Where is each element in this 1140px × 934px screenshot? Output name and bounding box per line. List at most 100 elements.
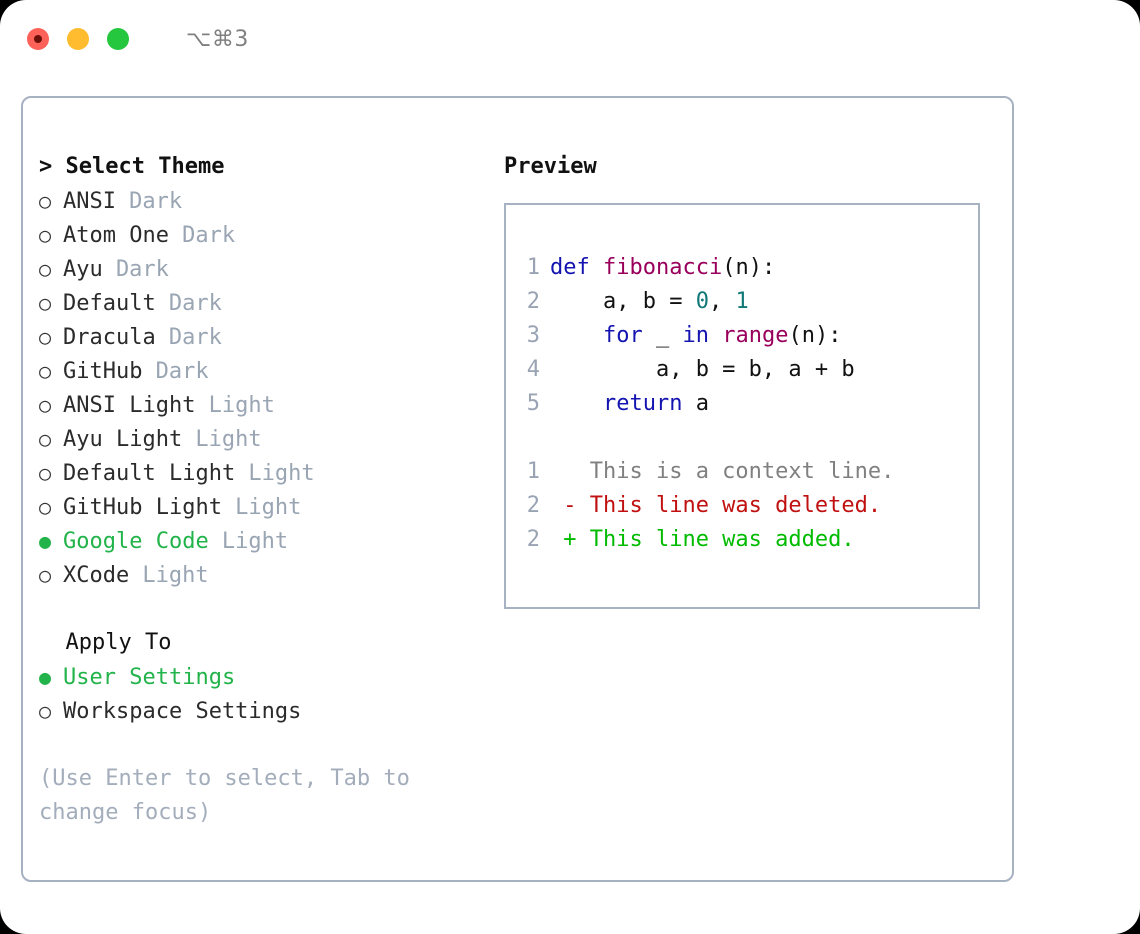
theme-option-label: Google Code xyxy=(63,529,209,554)
radio-unselected-icon: ○ xyxy=(39,291,52,315)
theme-option-label: XCode xyxy=(63,563,130,588)
code-token-add: + This line was added. xyxy=(550,527,855,552)
code-line-text: + This line was added. xyxy=(550,523,855,557)
code-line-text: def fibonacci(n): xyxy=(550,251,775,285)
code-line: 4 a, b = b, a + b xyxy=(506,353,978,387)
theme-option-github-light[interactable]: ○ GitHub Light Light xyxy=(39,490,489,524)
preview-title: Preview xyxy=(504,154,597,179)
recording-indicator-icon xyxy=(34,35,42,43)
radio-selected-icon: ● xyxy=(39,529,52,553)
theme-option-google-code[interactable]: ● Google Code Light xyxy=(39,524,489,558)
line-number: 2 xyxy=(526,527,540,552)
code-token-num: 1 xyxy=(735,289,749,314)
apply-to-heading: Apply To xyxy=(39,626,489,660)
apply-to-heading-label: Apply To xyxy=(65,630,172,655)
theme-option-label: GitHub Light xyxy=(63,495,222,520)
radio-unselected-icon: ○ xyxy=(39,393,52,417)
theme-option-label: Ayu Light xyxy=(63,427,183,452)
code-line: 5 return a xyxy=(506,387,978,421)
radio-unselected-icon: ○ xyxy=(39,699,52,723)
code-line-text: - This line was deleted. xyxy=(550,489,881,523)
code-line: 1 def fibonacci(n): xyxy=(506,251,978,285)
radio-unselected-icon: ○ xyxy=(39,223,52,247)
theme-option-label: Default Light xyxy=(63,461,236,486)
radio-unselected-icon: ○ xyxy=(39,189,52,213)
code-token-fn: range xyxy=(722,323,789,348)
apply-to-option-workspace-settings[interactable]: ○ Workspace Settings xyxy=(39,694,489,728)
diff-line: 2 + This line was added. xyxy=(506,523,978,557)
focus-caret-icon: > xyxy=(39,154,66,179)
code-line-text: a, b = b, a + b xyxy=(550,353,855,387)
diff-sample: 1 This is a context line.2 - This line w… xyxy=(506,455,978,557)
select-theme-heading-label: Select Theme xyxy=(65,154,225,179)
radio-unselected-icon: ○ xyxy=(39,427,52,451)
code-diff-spacer xyxy=(506,421,978,455)
theme-variant-tag: Light xyxy=(195,427,262,452)
theme-variant-tag: Dark xyxy=(115,257,169,282)
code-token-plain: (n): xyxy=(722,255,776,280)
theme-option-label: ANSI Light xyxy=(63,393,196,418)
line-number: 1 xyxy=(526,255,540,280)
maximize-button[interactable] xyxy=(107,28,129,50)
theme-option-label: Ayu xyxy=(63,257,103,282)
apply-to-option-user-settings[interactable]: ● User Settings xyxy=(39,660,489,694)
code-line: 3 for _ in range(n): xyxy=(506,319,978,353)
line-number: 1 xyxy=(526,459,540,484)
theme-variant-tag: Light xyxy=(208,393,275,418)
apply-to-prefix xyxy=(39,630,66,655)
apply-to-option-label: Workspace Settings xyxy=(63,699,302,724)
theme-option-default-light[interactable]: ○ Default Light Light xyxy=(39,456,489,490)
theme-option-label: Default xyxy=(63,291,156,316)
radio-unselected-icon: ○ xyxy=(39,461,52,485)
traffic-lights xyxy=(27,28,129,50)
theme-variant-tag: Dark xyxy=(168,325,222,350)
apply-to-list: ● User Settings ○ Workspace Settings xyxy=(39,660,489,728)
code-token-plain: a, b = b, a + b xyxy=(550,357,855,382)
radio-selected-icon: ● xyxy=(39,665,52,689)
code-token-plain: (n): xyxy=(788,323,842,348)
code-line-text: for _ in range(n): xyxy=(550,319,841,353)
section-spacer xyxy=(39,592,489,626)
code-token-kw: for xyxy=(602,323,643,348)
theme-variant-tag: Light xyxy=(248,461,315,486)
theme-variant-tag: Light xyxy=(235,495,302,520)
apply-to-option-label: User Settings xyxy=(63,665,236,690)
code-line-text: return a xyxy=(550,387,709,421)
diff-line: 2 - This line was deleted. xyxy=(506,489,978,523)
radio-unselected-icon: ○ xyxy=(39,495,52,519)
theme-option-ansi-light[interactable]: ○ ANSI Light Light xyxy=(39,388,489,422)
code-line-text: This is a context line. xyxy=(550,455,895,489)
code-token-fn: fibonacci xyxy=(602,255,723,280)
code-token-plain: , xyxy=(708,289,736,314)
line-number: 2 xyxy=(526,289,540,314)
minimize-button[interactable] xyxy=(67,28,89,50)
diff-line: 1 This is a context line. xyxy=(506,455,978,489)
theme-option-label: Dracula xyxy=(63,325,156,350)
line-number: 3 xyxy=(526,323,540,348)
code-line-text: a, b = 0, 1 xyxy=(550,285,749,319)
theme-variant-tag: Light xyxy=(221,529,289,554)
code-token-num: 0 xyxy=(695,289,709,314)
theme-variant-tag: Light xyxy=(142,563,209,588)
keyboard-shortcut-label: ⌥⌘3 xyxy=(186,26,249,52)
close-button[interactable] xyxy=(27,28,49,50)
title-bar: ⌥⌘3 xyxy=(0,0,1140,78)
code-token-del: - This line was deleted. xyxy=(550,493,882,518)
theme-variant-tag: Dark xyxy=(155,359,209,384)
code-token-kw: def xyxy=(550,255,603,280)
code-token-plain xyxy=(550,323,603,348)
radio-unselected-icon: ○ xyxy=(39,359,52,383)
theme-option-ayu-light[interactable]: ○ Ayu Light Light xyxy=(39,422,489,456)
